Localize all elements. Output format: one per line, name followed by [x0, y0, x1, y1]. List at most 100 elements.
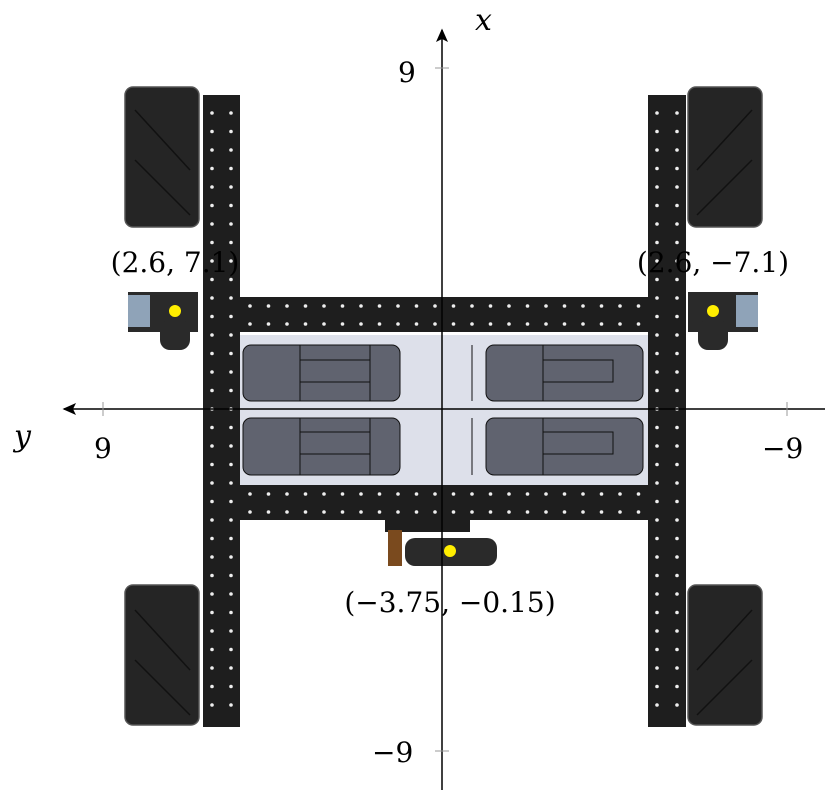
frame-hole: [655, 666, 659, 670]
frame-hole: [229, 259, 233, 263]
frame-hole: [359, 322, 363, 326]
frame-hole: [581, 510, 585, 514]
frame-hole: [675, 166, 679, 171]
frame-hole: [285, 492, 289, 496]
frame-hole: [229, 425, 233, 430]
frame-hole: [229, 333, 233, 337]
frame-hole: [675, 518, 679, 522]
frame-hole: [210, 314, 214, 319]
frame-hole: [229, 684, 233, 689]
frame-hole: [340, 510, 345, 514]
frame-hole: [488, 492, 493, 496]
frame-hole: [507, 304, 511, 308]
frame-hole: [655, 277, 659, 282]
frame-hole: [229, 203, 233, 208]
frame-hole: [396, 322, 400, 326]
frame-hole: [655, 647, 659, 652]
wheel-front-right: [687, 86, 763, 228]
frame-hole: [655, 518, 659, 522]
frame-hole: [655, 259, 659, 263]
left-rail: [203, 95, 240, 727]
frame-hole: [210, 166, 214, 171]
frame-hole: [655, 499, 659, 504]
frame-hole: [285, 510, 289, 514]
frame-hole: [470, 510, 474, 514]
frame-hole: [210, 499, 214, 504]
frame-hole: [655, 166, 659, 171]
frame-hole: [470, 492, 474, 496]
frame-hole: [581, 322, 585, 326]
x-pos-tick-label: 9: [398, 56, 416, 89]
frame-hole: [655, 425, 659, 430]
frame-hole: [210, 203, 214, 208]
frame-hole: [266, 492, 271, 496]
frame-hole: [451, 492, 456, 496]
motor: [485, 417, 644, 476]
frame-hole: [210, 629, 214, 633]
frame-hole: [229, 277, 233, 282]
frame-hole: [377, 492, 382, 496]
motor: [242, 417, 401, 476]
frame-hole: [210, 148, 214, 152]
frame-hole: [322, 492, 326, 496]
frame-hole: [229, 314, 233, 319]
frame-hole: [675, 388, 679, 393]
frame-hole: [359, 492, 363, 496]
frame-hole: [322, 322, 326, 326]
frame-hole: [675, 425, 679, 430]
frame-hole: [229, 555, 233, 559]
frame-hole: [675, 647, 679, 652]
frame-hole: [210, 592, 214, 596]
frame-hole: [248, 492, 252, 496]
frame-hole: [229, 444, 233, 448]
y-pos-tick-label: 9: [94, 432, 112, 465]
frame-hole: [544, 492, 548, 496]
frame-hole: [229, 499, 233, 504]
frame-hole: [655, 481, 659, 485]
frame-hole: [562, 510, 567, 514]
frame-hole: [655, 185, 659, 189]
frame-hole: [229, 592, 233, 596]
frame-hole: [675, 499, 679, 504]
frame-hole: [581, 304, 585, 308]
frame-hole: [470, 322, 474, 326]
frame-hole: [675, 296, 679, 300]
frame-hole: [675, 536, 679, 541]
frame-hole: [525, 510, 530, 514]
frame-hole: [322, 304, 326, 308]
wheel-rear-left: [124, 584, 200, 726]
frame-hole: [229, 573, 233, 578]
frame-hole: [655, 629, 659, 633]
frame-hole: [210, 185, 214, 189]
frame-hole: [618, 492, 622, 496]
frame-hole: [675, 555, 679, 559]
frame-hole: [599, 322, 604, 326]
frame-hole: [377, 304, 382, 308]
frame-hole: [675, 222, 679, 226]
frame-hole: [210, 573, 214, 578]
frame-hole: [229, 647, 233, 652]
frame-hole: [675, 277, 679, 282]
frame-hole: [229, 111, 233, 115]
frame-hole: [266, 304, 271, 308]
frame-hole: [210, 370, 214, 374]
frame-hole: [488, 304, 493, 308]
frame-hole: [229, 536, 233, 541]
frame-hole: [210, 462, 214, 467]
frame-hole: [655, 148, 659, 152]
frame-hole: [675, 240, 679, 245]
frame-hole: [675, 481, 679, 485]
frame-hole: [414, 304, 419, 308]
frame-hole: [675, 111, 679, 115]
frame-hole: [675, 370, 679, 374]
frame-hole: [675, 462, 679, 467]
frame-hole: [618, 322, 622, 326]
frame-hole: [210, 351, 214, 356]
front-crossbar: [203, 297, 686, 332]
frame-hole: [675, 573, 679, 578]
frame-hole: [655, 240, 659, 245]
x-neg-tick-label: −9: [372, 736, 413, 769]
frame-hole: [229, 185, 233, 189]
frame-hole: [229, 296, 233, 300]
frame-hole: [229, 610, 233, 615]
